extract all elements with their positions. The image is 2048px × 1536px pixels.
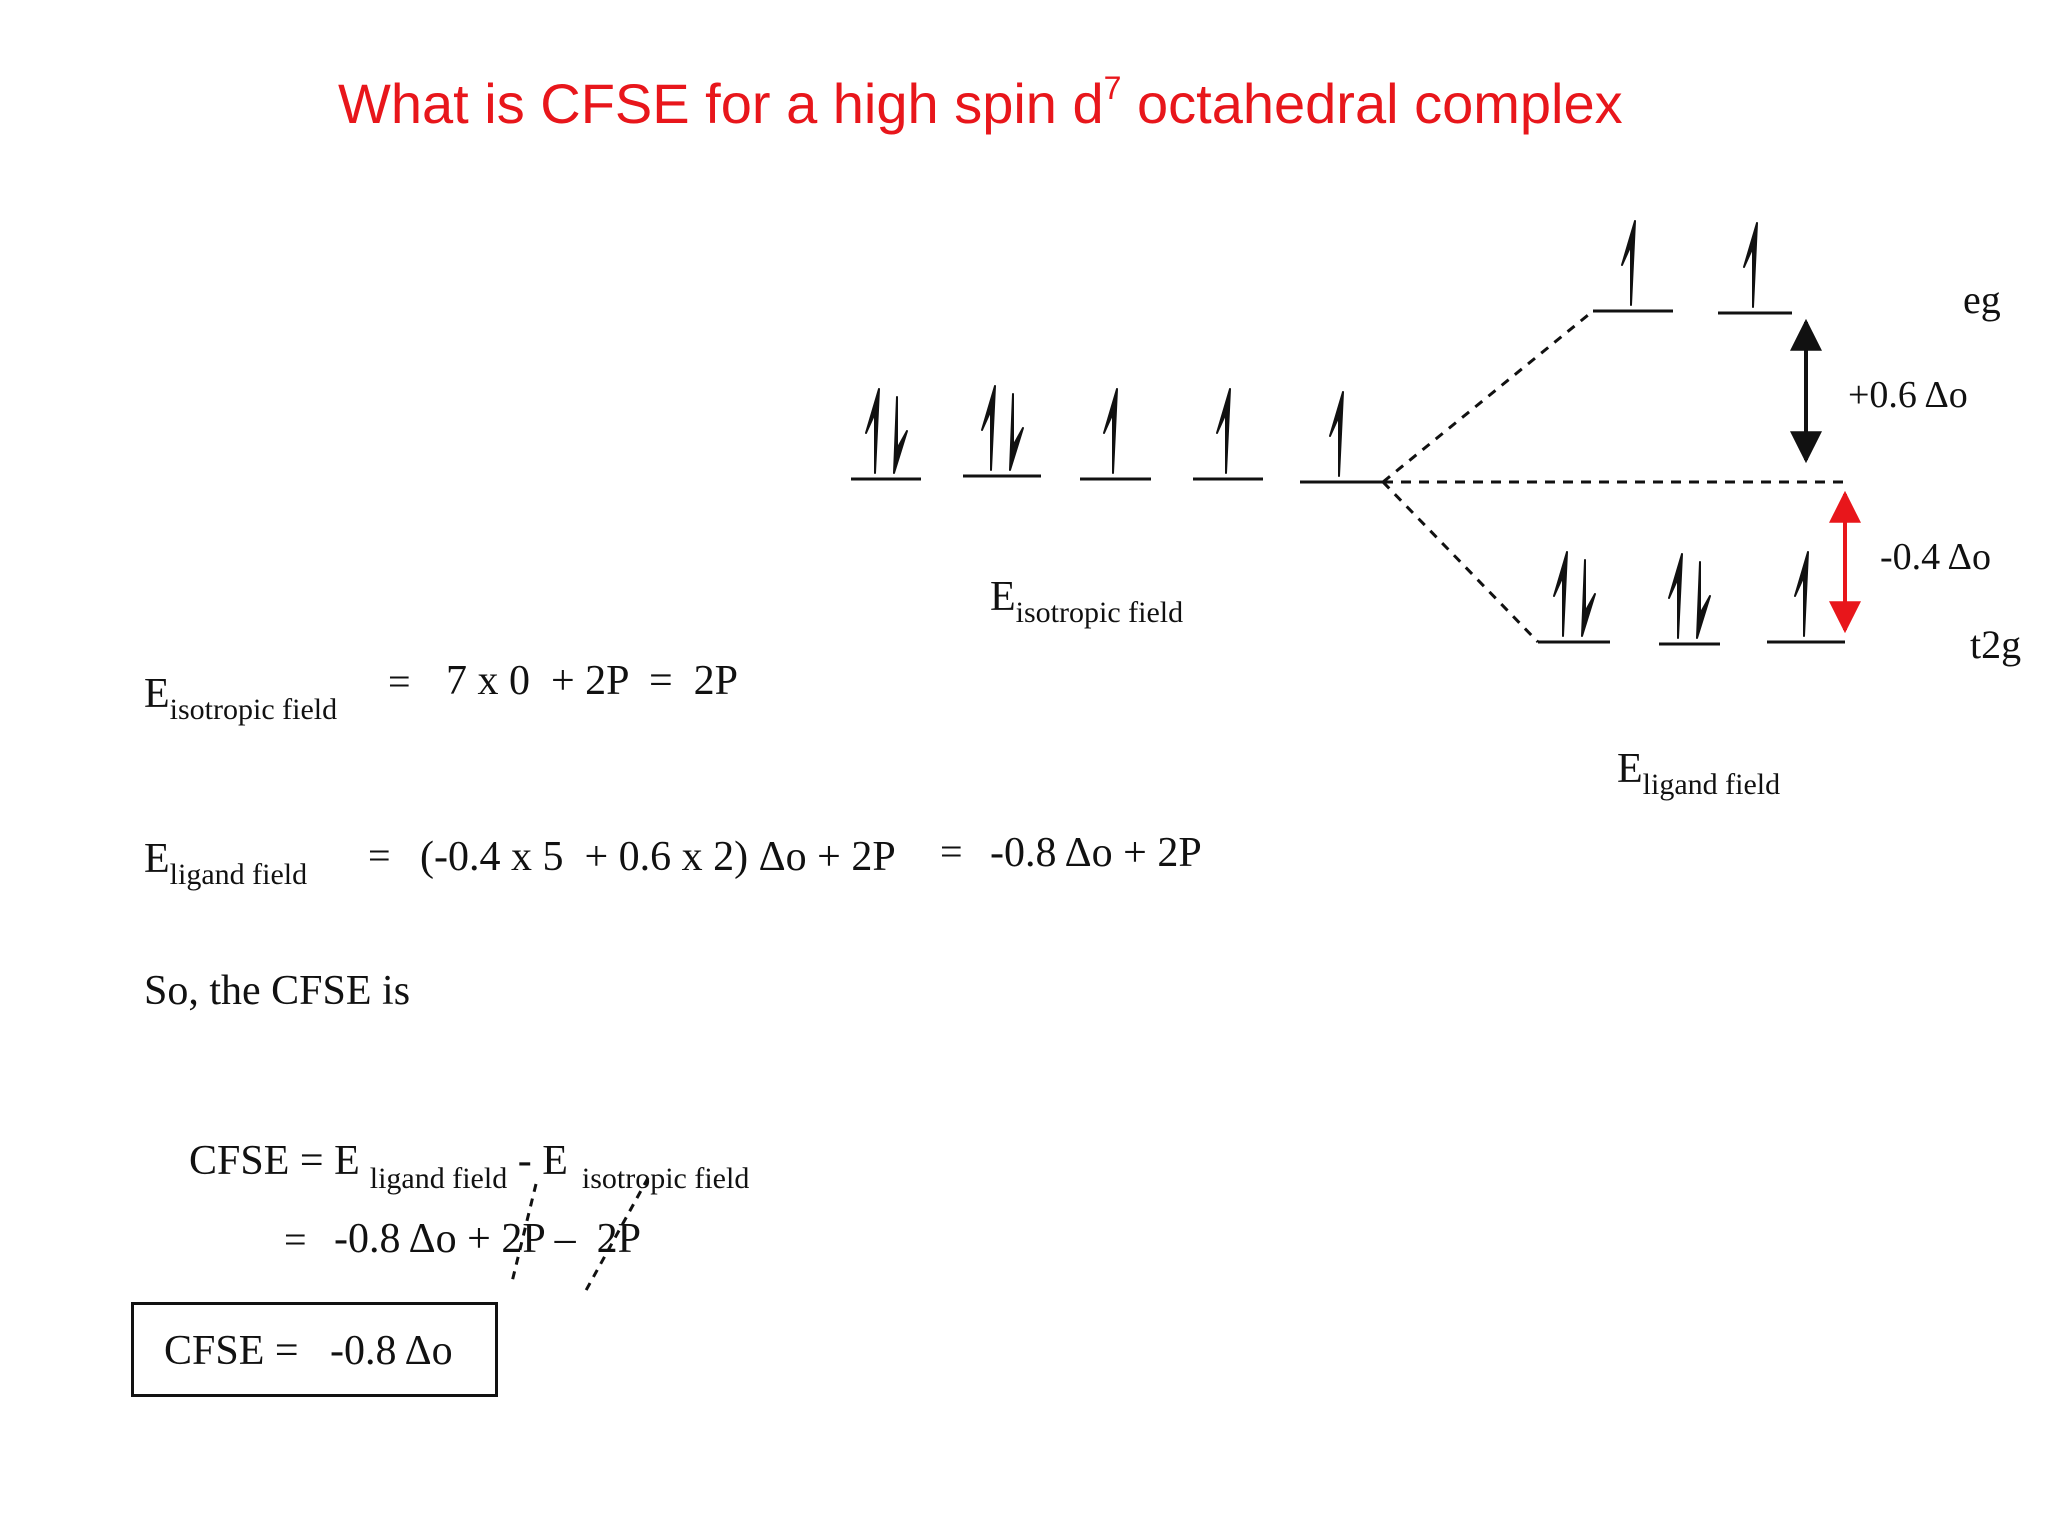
iso-electron-5-spin-up [1329, 391, 1344, 477]
eg-electron-1-spin-up [1621, 220, 1636, 306]
t2g-electron-2-spin-down [1696, 561, 1711, 639]
ligand-energy-result: -0.8 Δo + 2P [990, 830, 1202, 876]
ligand-energy-eq2: = [940, 829, 963, 874]
cancel-strike-2 [582, 1177, 650, 1295]
result-box [131, 1302, 498, 1397]
split-line-up [1382, 309, 1594, 484]
title-superscript: 7 [1103, 70, 1122, 106]
t2g-electron-1-spin-down [1581, 559, 1596, 637]
eg-gap-label: +0.6 Δo [1848, 374, 1968, 416]
eg-electron-2-spin-up [1743, 222, 1758, 308]
title-main: What is CFSE for a high spin d [338, 72, 1104, 135]
ligand-energy-rhs: (-0.4 x 5 + 0.6 x 2) Δo + 2P [420, 834, 896, 880]
ligand-field-label: Eligand field [1617, 746, 1781, 801]
so-statement: So, the CFSE is [144, 968, 411, 1014]
t2g-gap-label: -0.4 Δo [1880, 536, 1991, 578]
cancel-strike-1 [509, 1183, 538, 1287]
page-title: What is CFSE for a high spin d7 octahedr… [338, 72, 1623, 132]
iso-electron-2-spin-down [1009, 393, 1024, 471]
ligand-energy-lhs: Eligand field [144, 836, 308, 891]
title-rest: octahedral complex [1121, 72, 1623, 135]
iso-energy-lhs: Eisotropic field [144, 671, 338, 726]
iso-electron-1-spin-down [893, 396, 908, 474]
result-label: CFSE = [164, 1328, 299, 1374]
cfse-calc-expr: -0.8 Δo + 2P – 2P [334, 1216, 642, 1262]
t2g-label: t2g [1970, 622, 2022, 667]
iso-energy-rhs: 7 x 0 + 2P = 2P [446, 658, 739, 704]
iso-electron-4-spin-up [1216, 388, 1231, 474]
eg-label: eg [1963, 277, 2001, 322]
iso-electron-2-spin-up [981, 385, 996, 471]
t2g-electron-2-spin-up [1668, 553, 1683, 639]
iso-field-label: Eisotropic field [990, 574, 1184, 629]
iso-electron-1-spin-up [865, 388, 880, 474]
iso-electron-3-spin-up [1103, 388, 1118, 474]
iso-energy-eq: = [388, 659, 411, 704]
electrons-group [865, 220, 1809, 639]
t2g-electron-1-spin-up [1553, 551, 1568, 637]
split-line-down [1381, 480, 1540, 644]
t2g-electron-3-spin-up [1794, 551, 1809, 637]
cfse-calc-eq: = [284, 1217, 307, 1262]
result-value: -0.8 Δo [330, 1328, 453, 1374]
ligand-energy-eq: = [368, 833, 391, 878]
